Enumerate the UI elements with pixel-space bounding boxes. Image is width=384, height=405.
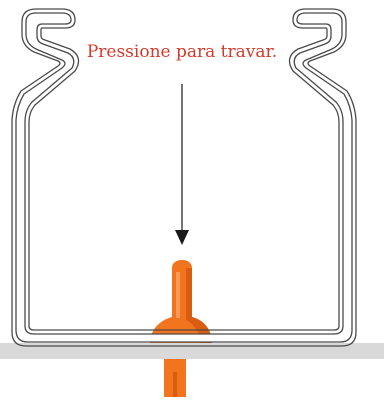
arrow-head [175,230,189,245]
channel-outline-inner [11,8,357,347]
annotation-text: Pressione para travar. [87,42,277,62]
plug-head-shading [186,268,212,343]
plug-lower-legs [164,359,186,397]
plug-highlight [176,272,180,318]
mounting-panel [0,343,384,359]
push-lock-plug [150,260,212,397]
channel-outline-outer [15,12,353,343]
plug-lower-shading [173,372,177,397]
